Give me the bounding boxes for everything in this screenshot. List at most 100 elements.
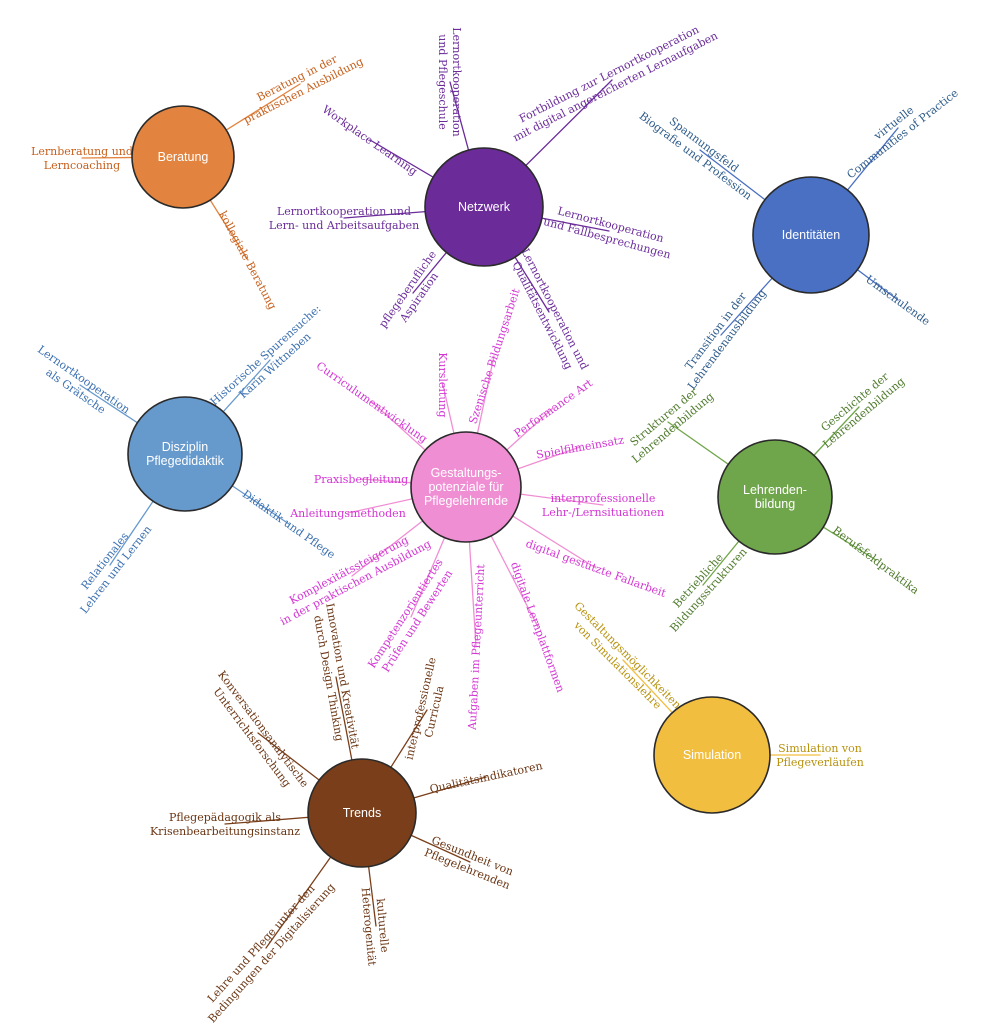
trends-branch-label-3: Qualitätsindikatoren: [428, 759, 543, 796]
identitaeten-branch-label-1: virtuelleCommunities of Practice: [836, 75, 961, 181]
center-branch-label-12-line: digitale Lernplattformen: [508, 560, 567, 694]
simulation-branch-label-1-line: Simulation von: [778, 742, 862, 755]
lehrenden-node-title-line: Lehrenden-: [743, 483, 807, 497]
beratung-branch-label-1-line: Lernberatung und: [31, 145, 133, 158]
trends-branch-label-6: Lehre und Pflege unter denBedingungen de…: [195, 871, 337, 1024]
beratung-node-title: Beratung: [158, 150, 209, 164]
disziplin-branch-label-1: Lernortkooperationals Grätsche: [27, 343, 132, 428]
netzwerk-branch-label-2: Workplace Learning: [320, 103, 420, 178]
netzwerk-branch-label-4: Lernortkooperationund Fallbesprechungen: [542, 201, 676, 261]
lehrenden-branch-label-3: Berufsfeldpraktika: [830, 524, 922, 598]
lehrenden-branch-label-2: BetrieblicheBildungsstrukturen: [657, 536, 750, 635]
center-branch-label-4-line: Spielfilmeinsatz: [535, 433, 625, 461]
center-branch-label-7: Anleitungsmethoden: [289, 507, 406, 520]
lehrenden-branch-label-1: Geschichte derLehrendenbildung: [811, 364, 907, 451]
simulation-branch-label-0: Gestaltungsmöglichkeitenvon Simulationsl…: [562, 599, 684, 721]
lehrenden-node-title: Lehrenden-bildung: [743, 483, 807, 511]
trends-branch-label-7: kulturelleHeterogenität: [359, 886, 393, 967]
trends-branch-label-2-line: Konversationsanalytische: [215, 668, 311, 790]
identitaeten-branch-label-3: Umschulende: [863, 273, 932, 328]
identitaeten-branch-label-0-line: Biografie und Profession: [637, 109, 755, 202]
center-branch-label-3: Performance Art: [512, 376, 596, 440]
trends-branch-label-2: KonversationsanalytischeUnterrichtsforsc…: [204, 668, 311, 798]
disziplin-node: [127, 396, 243, 512]
simulation-node: [653, 696, 771, 814]
simulation-node-title: Simulation: [683, 748, 741, 762]
netzwerk-branch-label-3-line: Lernortkooperation und: [277, 205, 411, 218]
center-branch-label-1-line: Kursleitung: [436, 352, 449, 417]
center-branch-label-11-line: Aufgaben im Pflegeunterricht: [466, 563, 488, 731]
disziplin-branch-label-0: Historische Spurensuche:Karin Wittneben: [208, 302, 333, 419]
lehrenden-node: [717, 439, 833, 555]
simulation-branch-label-1-line: Pflegeverläufen: [776, 756, 864, 769]
netzwerk-branch-label-6: Lernortkooperation undQualitätsentwicklu…: [506, 246, 591, 378]
netzwerk-node-title-line: Netzwerk: [458, 200, 511, 214]
center-branch-label-1: Kursleitung: [436, 352, 449, 417]
netzwerk-branch-label-0: Lernortkooperationund Pflegeschule: [436, 27, 463, 136]
netzwerk-branch-label-2-line: Workplace Learning: [320, 103, 420, 178]
beratung-branch-label-0: Beratung in derpraktischen Ausbildung: [235, 42, 365, 126]
trends-branch-label-4-line: Pflegepädagogik als: [169, 811, 281, 824]
trends-node: [307, 758, 417, 868]
disziplin-branch-label-3: RelationalesLehren und Lernen: [67, 515, 155, 617]
disziplin-branch-label-0-line: Historische Spurensuche:: [208, 302, 324, 408]
identitaeten-node-title-line: Identitäten: [782, 228, 840, 242]
identitaeten-branch-label-2: Transition in derLehrendenausbildung: [674, 278, 769, 392]
netzwerk-branch-label-3-line: Lern- und Arbeitsaufgaben: [269, 219, 419, 232]
center-node-title-line: Gestaltungs-: [431, 466, 502, 480]
identitaeten-node-title: Identitäten: [782, 228, 840, 242]
identitaeten-branch-label-3-line: Umschulende: [863, 273, 932, 328]
trends-branch-label-6-line: Bedingungen der Digitalisierung: [206, 881, 338, 1024]
identitaeten-node: [752, 176, 870, 294]
identitaeten-branch-label-1-line: Communities of Practice: [844, 87, 960, 182]
disziplin-branch-label-2: Didaktik und Pflege: [240, 487, 338, 561]
beratung-branch-label-1-line: Lerncoaching: [44, 159, 120, 172]
identitaeten-branch-label-2-line: Lehrendenausbildung: [685, 287, 769, 392]
center-branch-label-12: digitale Lernplattformen: [508, 560, 567, 694]
lehrenden-branch-label-0: Strukturen derLehrendenbildung: [620, 379, 716, 466]
center-node-title-line: potenziale für: [428, 480, 503, 494]
trends-branch-label-7-line: kulturelle: [374, 898, 392, 953]
center-node-title-line: Pflegelehrende: [424, 494, 508, 508]
trends-branch-label-4-line: Krisenbearbeitungsinstanz: [150, 825, 300, 838]
trends-branch-label-0: Innovation und Kreativitätdurch Design T…: [309, 602, 361, 752]
trends-branch-label-6-line: Lehre und Pflege unter den: [205, 882, 317, 1005]
center-branch-label-5: Praxisbegleitung: [314, 473, 408, 486]
netzwerk-branch-label-0-line: und Pflegeschule: [436, 34, 449, 130]
center-branch-label-2: Szenische Bildungsarbeit: [466, 286, 522, 425]
netzwerk-branch-label-0-line: Lernortkooperation: [450, 27, 463, 136]
lehrenden-branch-label-3-line: Berufsfeldpraktika: [830, 524, 922, 598]
center-branch-label-7-line: Anleitungsmethoden: [289, 507, 406, 520]
center-branch-label-4: Spielfilmeinsatz: [535, 433, 625, 461]
trends-node-title-line: Trends: [343, 806, 381, 820]
trends-branch-label-3-line: Qualitätsindikatoren: [428, 759, 543, 796]
trends-node-title: Trends: [343, 806, 381, 820]
netzwerk-node-title: Netzwerk: [458, 200, 511, 214]
center-branch-label-8-line: digital gestützte Fallarbeit: [524, 537, 668, 600]
lehrenden-node-title-line: bildung: [755, 497, 795, 511]
center-branch-label-6-line: Lehr-/Lernsituationen: [542, 506, 664, 519]
center-branch-label-0: Curriculumentwicklung: [314, 359, 430, 446]
beratung-node-title-line: Beratung: [158, 150, 209, 164]
center-branch-label-6-line: interprofessionelle: [551, 492, 656, 505]
center-node: [410, 431, 522, 543]
center-branch-label-8: digital gestützte Fallarbeit: [524, 537, 668, 600]
disziplin-node-title-line: Disziplin: [162, 440, 209, 454]
simulation-branch-label-0-line: von Simulationslehre: [571, 618, 665, 712]
center-branch-label-3-line: Performance Art: [512, 376, 596, 440]
identitaeten-branch-label-0: SpannungsfeldBiografie und Profession: [637, 98, 763, 202]
disziplin-branch-label-2-line: Didaktik und Pflege: [240, 487, 338, 561]
disziplin-node-title-line: Pflegedidaktik: [146, 454, 225, 468]
simulation-branch-label-0-line: Gestaltungsmöglichkeiten: [571, 599, 683, 711]
center-branch-label-0-line: Curriculumentwicklung: [314, 359, 430, 446]
trends-branch-label-2-line: Unterrichtsforschung: [211, 685, 294, 789]
